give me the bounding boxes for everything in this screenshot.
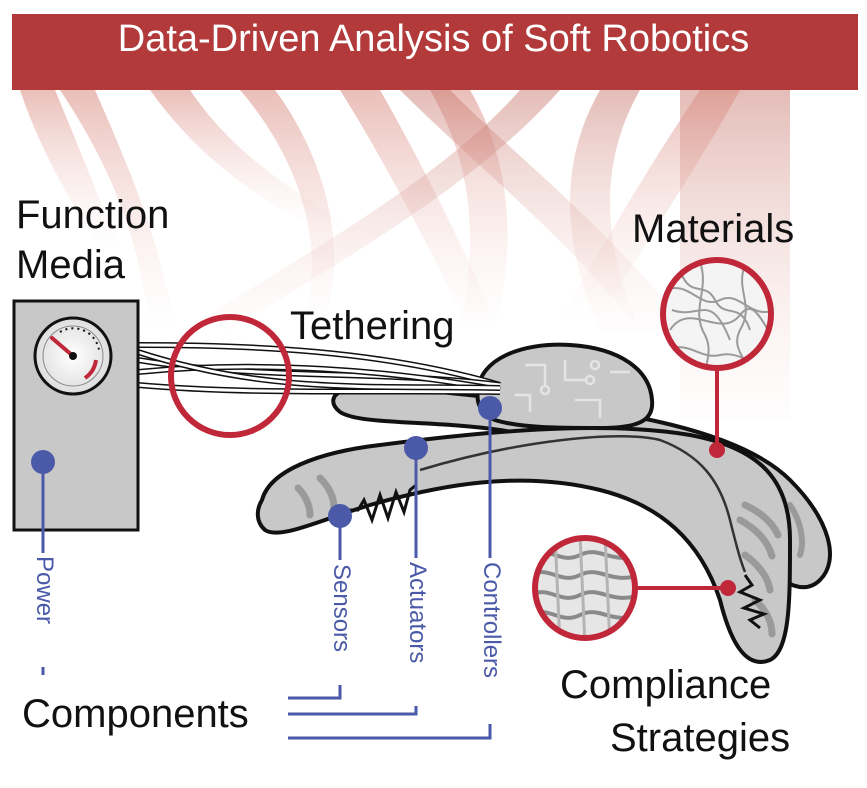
materials-label: Materials: [632, 207, 795, 251]
controllers-label: Controllers: [478, 562, 505, 679]
woven-mesh-icon: [532, 535, 638, 641]
component-connectors: [41, 408, 492, 740]
title-banner: [12, 14, 858, 90]
pressure-gauge-icon: [33, 316, 113, 396]
compliance-dot: [720, 580, 736, 596]
controllers-marker: [478, 396, 502, 420]
power-label: Power: [31, 556, 58, 625]
tether-wires: [137, 342, 501, 395]
media-label: Media: [16, 243, 125, 287]
circuit-board-icon: [515, 359, 630, 418]
materials-dot: [709, 442, 725, 458]
page-title: Data-Driven Analysis of Soft Robotics: [117, 18, 750, 60]
spring-actuator-icon: [345, 483, 417, 525]
sensors-label: Sensors: [328, 564, 355, 653]
actuators-marker: [404, 436, 428, 460]
spring-actuator-icon: [736, 574, 769, 630]
power-marker: [31, 450, 55, 474]
tethering-label: Tethering: [290, 304, 455, 348]
components-label: Components: [22, 692, 249, 736]
actuators-label: Actuators: [404, 562, 431, 664]
internal-wire: [419, 435, 747, 573]
controller-housing: [475, 342, 655, 431]
tethering-callout: [168, 314, 292, 438]
robot-main-finger: [255, 426, 793, 664]
function-label: Function: [16, 193, 170, 237]
sensors-marker: [328, 504, 352, 528]
strategies-label: Strategies: [610, 716, 791, 760]
compliance-label: Compliance: [560, 663, 772, 707]
